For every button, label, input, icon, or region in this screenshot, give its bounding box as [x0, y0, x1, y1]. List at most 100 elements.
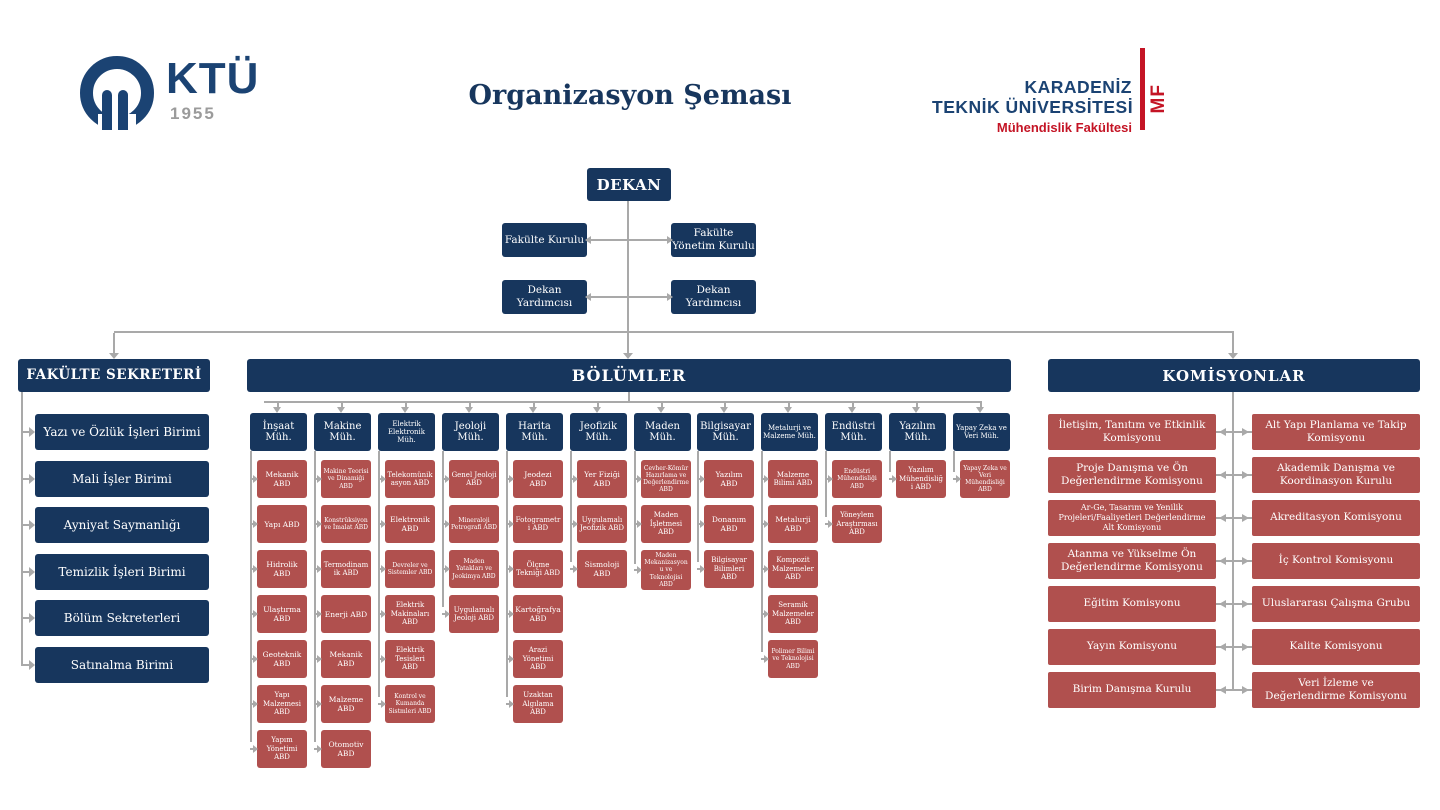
dekan-yardimcisi-box-right: Dekan Yardımcısı: [671, 280, 756, 314]
department-sub-box: Jeodezi ABD: [506, 460, 563, 498]
department-sub-box: Termodinamik ABD: [314, 550, 371, 588]
faculty-badge: MF: [1148, 84, 1169, 114]
commission-box-left: Proje Danışma ve Ön Değerlendirme Komisy…: [1048, 457, 1226, 493]
department-sub-box: Otomotiv ABD: [314, 730, 371, 768]
department-sub-box: Sismoloji ABD: [570, 550, 627, 588]
page-title: Organizasyon Şeması: [468, 80, 792, 111]
department-column: Yazılım Müh. Yazılım Mühendisliği ABD: [889, 401, 946, 498]
department-sub-box: Yer Fiziği ABD: [570, 460, 627, 498]
department-column: Jeoloji Müh. Genel Jeoloji ABD Mineraloj…: [442, 401, 499, 633]
department-sub-box: Yazılım Mühendisliği ABD: [889, 460, 946, 498]
department-children: Yazılım ABD Donanım ABD Bilgisayar Bilim…: [697, 451, 754, 588]
department-sub-box: Yapı Malzemesi ABD: [250, 685, 307, 723]
department-head-box: Endüstri Müh.: [825, 413, 882, 451]
commission-box-left: Eğitim Komisyonu: [1048, 586, 1226, 622]
commission-box-right: Veri İzleme ve Değerlendirme Komisyonu: [1242, 672, 1420, 708]
commission-box-right: Alt Yapı Planlama ve Takip Komisyonu: [1242, 414, 1420, 450]
department-children: Telekomünikasyon ABD Elektronik ABD Devr…: [378, 451, 435, 723]
department-sub-box: Telekomünikasyon ABD: [378, 460, 435, 498]
department-head-box: Yazılım Müh.: [889, 413, 946, 451]
dekan-connector-line: [627, 201, 629, 332]
commission-box-left: Yayın Komisyonu: [1048, 629, 1226, 665]
department-sub-box: Kontrol ve Kumanda Sistmleri ABD: [378, 685, 435, 723]
department-column: Metalurji ve Malzeme Müh. Malzeme Bilimi…: [761, 401, 818, 678]
department-sub-box: Mekanik ABD: [250, 460, 307, 498]
department-column: Maden Müh. Cevher-Kömür Hazırlama ve Değ…: [634, 401, 691, 590]
department-head-box: Jeoloji Müh.: [442, 413, 499, 451]
department-sub-box: Devreler ve Sistemler ABD: [378, 550, 435, 588]
commission-row: Atanma ve Yükselme Ön Değerlendirme Komi…: [1048, 543, 1420, 579]
ktu-logo-year: 1955: [170, 104, 216, 123]
sekreter-unit-box: Yazı ve Özlük İşleri Birimi: [21, 414, 209, 450]
dekan-yardimcisi-box-left: Dekan Yardımcısı: [502, 280, 587, 314]
department-sub-box: Uygulamalı Jeofizik ABD: [570, 505, 627, 543]
department-sub-box: Maden İşletmesi ABD: [634, 505, 691, 543]
sekreter-unit-box: Ayniyat Saymanlığı: [21, 507, 209, 543]
department-sub-box: Elektronik ABD: [378, 505, 435, 543]
commission-box-right: Akreditasyon Komisyonu: [1242, 500, 1420, 536]
dekan-box: DEKAN: [587, 168, 671, 201]
ktu-logo-bar-icon: [118, 90, 128, 130]
sekreter-rail-line: [21, 392, 23, 665]
department-head-box: Yapay Zeka ve Veri Müh.: [953, 413, 1010, 451]
department-sub-box: Maden Yatakları ve Jeokimya ABD: [442, 550, 499, 588]
department-children: Endüstri Mühendisliği ABD Yöneylem Araşt…: [825, 451, 882, 543]
department-column: Harita Müh. Jeodezi ABD Fotogrametri ABD…: [506, 401, 563, 723]
ktu-logo: KTÜ 1955: [80, 52, 340, 152]
bolumler-center-stub: [628, 392, 630, 401]
department-sub-box: Yöneylem Araştırması ABD: [825, 505, 882, 543]
sekreter-unit-box: Temizlik İşleri Birimi: [21, 553, 209, 590]
sekreter-unit-list: Yazı ve Özlük İşleri Birimi Mali İşler B…: [21, 414, 209, 683]
department-sub-box: Donanım ABD: [697, 505, 754, 543]
department-sub-box: Kartoğrafya ABD: [506, 595, 563, 633]
department-sub-box: Hidrolik ABD: [250, 550, 307, 588]
commission-box-right: Kalite Komisyonu: [1242, 629, 1420, 665]
commission-row: Birim Danışma Kurulu Veri İzleme ve Değe…: [1048, 672, 1420, 708]
department-children: Yer Fiziği ABD Uygulamalı Jeofizik ABD S…: [570, 451, 627, 588]
university-name-line1: KARADENİZ: [1024, 77, 1132, 97]
commission-box-right: İç Kontrol Komisyonu: [1242, 543, 1420, 579]
department-children: Makine Teorisi ve Dinamiği ABD Konstrüks…: [314, 451, 371, 768]
department-sub-box: Fotogrametri ABD: [506, 505, 563, 543]
department-children: Cevher-Kömür Hazırlama ve Değerlendirme …: [634, 451, 691, 590]
commission-row: Proje Danışma ve Ön Değerlendirme Komisy…: [1048, 457, 1420, 493]
department-column: Endüstri Müh. Endüstri Mühendisliği ABD …: [825, 401, 882, 543]
department-sub-box: Makine Teorisi ve Dinamiği ABD: [314, 460, 371, 498]
department-sub-box: Seramik Malzemeler ABD: [761, 595, 818, 633]
department-sub-box: Ölçme Tekniği ABD: [506, 550, 563, 588]
department-column: İnşaat Müh. Mekanik ABD Yapı ABD Hidroli…: [250, 401, 307, 768]
department-sub-box: Malzeme Bilimi ABD: [761, 460, 818, 498]
logo-divider-bar: [1140, 48, 1145, 130]
commission-row: İletişim, Tanıtım ve Etkinlik Komisyonu …: [1048, 414, 1420, 450]
department-children: Mekanik ABD Yapı ABD Hidrolik ABD Ulaştı…: [250, 451, 307, 768]
department-head-box: Harita Müh.: [506, 413, 563, 451]
department-head-box: İnşaat Müh.: [250, 413, 307, 451]
department-column: Elektrik Elektronik Müh. Telekomünikasyo…: [378, 401, 435, 723]
section-header-fakulte-sekreteri: FAKÜLTE SEKRETERİ: [18, 359, 210, 392]
commission-rows: İletişim, Tanıtım ve Etkinlik Komisyonu …: [1048, 414, 1420, 708]
department-column: Yapay Zeka ve Veri Müh. Yapay Zeka ve Ve…: [953, 401, 1010, 498]
department-head-box: Bilgisayar Müh.: [697, 413, 754, 451]
department-column: Bilgisayar Müh. Yazılım ABD Donanım ABD …: [697, 401, 754, 588]
commission-box-left: Atanma ve Yükselme Ön Değerlendirme Komi…: [1048, 543, 1226, 579]
department-head-box: Jeofizik Müh.: [570, 413, 627, 451]
department-column: Makine Müh. Makine Teorisi ve Dinamiği A…: [314, 401, 371, 768]
sekreter-unit-box: Bölüm Sekreterleri: [21, 600, 209, 636]
commission-row: Ar-Ge, Tasarım ve Yenilik Projeleri/Faal…: [1048, 500, 1420, 536]
department-sub-box: Kompozit Malzemeler ABD: [761, 550, 818, 588]
department-sub-box: Mekanik ABD: [314, 640, 371, 678]
commission-row: Eğitim Komisyonu Uluslararası Çalışma Gr…: [1048, 586, 1420, 622]
double-arrow-yardimcilar: [585, 293, 673, 301]
department-sub-box: Uygulamalı Jeoloji ABD: [442, 595, 499, 633]
department-sub-box: Geoteknik ABD: [250, 640, 307, 678]
department-head-box: Makine Müh.: [314, 413, 371, 451]
department-sub-box: Yazılım ABD: [697, 460, 754, 498]
drop-arrow-bolumler: [623, 333, 633, 359]
ktu-logo-bar-icon: [102, 90, 112, 130]
department-sub-box: Malzeme ABD: [314, 685, 371, 723]
ktu-logo-text: KTÜ: [166, 54, 260, 103]
department-sub-box: Ulaştırma ABD: [250, 595, 307, 633]
department-sub-box: Konstrüksiyon ve İmalat ABD: [314, 505, 371, 543]
department-children: Yazılım Mühendisliği ABD: [889, 451, 946, 498]
